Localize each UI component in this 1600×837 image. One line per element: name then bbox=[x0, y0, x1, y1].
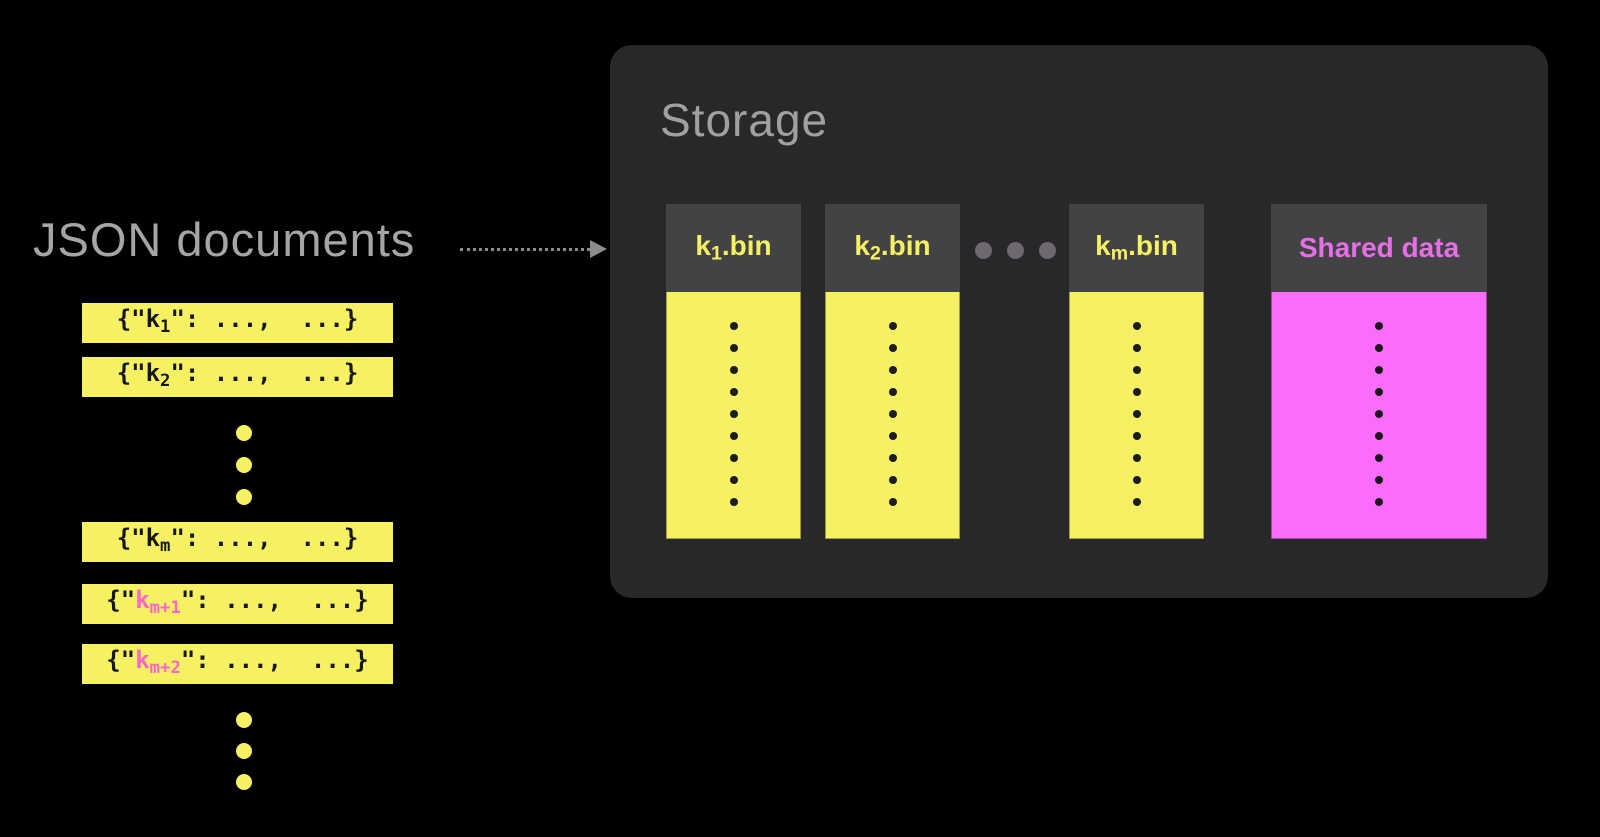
dot bbox=[1375, 454, 1383, 462]
dot bbox=[729, 476, 738, 484]
vertical-ellipsis-lower bbox=[236, 712, 252, 790]
dot bbox=[888, 498, 897, 506]
dot bbox=[1375, 322, 1383, 330]
dot bbox=[236, 774, 252, 790]
dot bbox=[729, 410, 738, 418]
storage-shared-column: Shared data bbox=[1271, 204, 1487, 539]
json-doc-bar-km1: {"km+1": ..., ...} bbox=[82, 584, 393, 624]
dot bbox=[888, 366, 897, 374]
dot bbox=[1375, 432, 1383, 440]
dot bbox=[975, 242, 992, 259]
storage-bin-column-k1: k1.bin bbox=[666, 204, 801, 539]
storage-bin-column-km: km.bin bbox=[1069, 204, 1204, 539]
dot bbox=[888, 322, 897, 330]
json-doc-bar-km: {"km": ..., ...} bbox=[82, 522, 393, 562]
dot bbox=[1132, 432, 1141, 440]
dot bbox=[1375, 410, 1383, 418]
json-doc-text: {"km+1": ..., ...} bbox=[106, 586, 369, 618]
json-doc-text: {"k2": ..., ...} bbox=[116, 359, 359, 391]
dot bbox=[1375, 388, 1383, 396]
bin-body bbox=[825, 292, 960, 539]
arrow-dotted-line bbox=[460, 248, 590, 251]
json-doc-bar-km2: {"km+2": ..., ...} bbox=[82, 644, 393, 684]
dot bbox=[1375, 476, 1383, 484]
json-documents-label: JSON documents bbox=[33, 213, 416, 266]
json-doc-text: {"km": ..., ...} bbox=[116, 524, 359, 556]
dot bbox=[888, 344, 897, 352]
storage-bin-column-k2: k2.bin bbox=[825, 204, 960, 539]
dot bbox=[888, 410, 897, 418]
dot bbox=[888, 454, 897, 462]
dot bbox=[888, 432, 897, 440]
dot bbox=[1132, 388, 1141, 396]
dot bbox=[1132, 454, 1141, 462]
bin-label: k1.bin bbox=[695, 230, 772, 265]
dot bbox=[1132, 344, 1141, 352]
bin-label: km.bin bbox=[1095, 230, 1178, 265]
dot bbox=[236, 489, 252, 505]
storage-title: Storage bbox=[660, 94, 829, 146]
dot bbox=[729, 388, 738, 396]
dot bbox=[1039, 242, 1056, 259]
dot bbox=[236, 743, 252, 759]
bin-header: k1.bin bbox=[666, 204, 801, 292]
dot bbox=[1132, 366, 1141, 374]
dot bbox=[888, 476, 897, 484]
dot bbox=[729, 432, 738, 440]
dot bbox=[729, 498, 738, 506]
json-doc-bar-k2: {"k2": ..., ...} bbox=[82, 357, 393, 397]
arrow-json-to-storage bbox=[460, 240, 610, 260]
dot bbox=[888, 388, 897, 396]
bin-header: k2.bin bbox=[825, 204, 960, 292]
dot bbox=[729, 344, 738, 352]
bin-body bbox=[666, 292, 801, 539]
dot bbox=[1007, 242, 1024, 259]
dot bbox=[236, 712, 252, 728]
dot bbox=[1375, 366, 1383, 374]
json-doc-text: {"km+2": ..., ...} bbox=[106, 646, 369, 678]
storage-panel: Storage k1.bin k2.bin km.bin Shared data bbox=[610, 45, 1548, 598]
bin-header: km.bin bbox=[1069, 204, 1204, 292]
dot bbox=[1132, 476, 1141, 484]
dot bbox=[729, 322, 738, 330]
dot bbox=[729, 366, 738, 374]
dot bbox=[1132, 322, 1141, 330]
horizontal-ellipsis bbox=[975, 242, 1056, 259]
json-doc-text: {"k1": ..., ...} bbox=[116, 305, 359, 337]
dot bbox=[1375, 344, 1383, 352]
dot bbox=[236, 457, 252, 473]
dot bbox=[1132, 410, 1141, 418]
shared-label: Shared data bbox=[1298, 232, 1460, 263]
json-doc-bar-k1: {"k1": ..., ...} bbox=[82, 303, 393, 343]
dot bbox=[1375, 498, 1383, 506]
shared-header: Shared data bbox=[1271, 204, 1487, 292]
shared-body bbox=[1271, 292, 1487, 539]
dot bbox=[729, 454, 738, 462]
bin-label: k2.bin bbox=[854, 230, 931, 265]
dot bbox=[236, 425, 252, 441]
dot bbox=[1132, 498, 1141, 506]
bin-body bbox=[1069, 292, 1204, 539]
vertical-ellipsis-upper bbox=[236, 425, 252, 505]
arrow-head-icon bbox=[590, 240, 607, 258]
